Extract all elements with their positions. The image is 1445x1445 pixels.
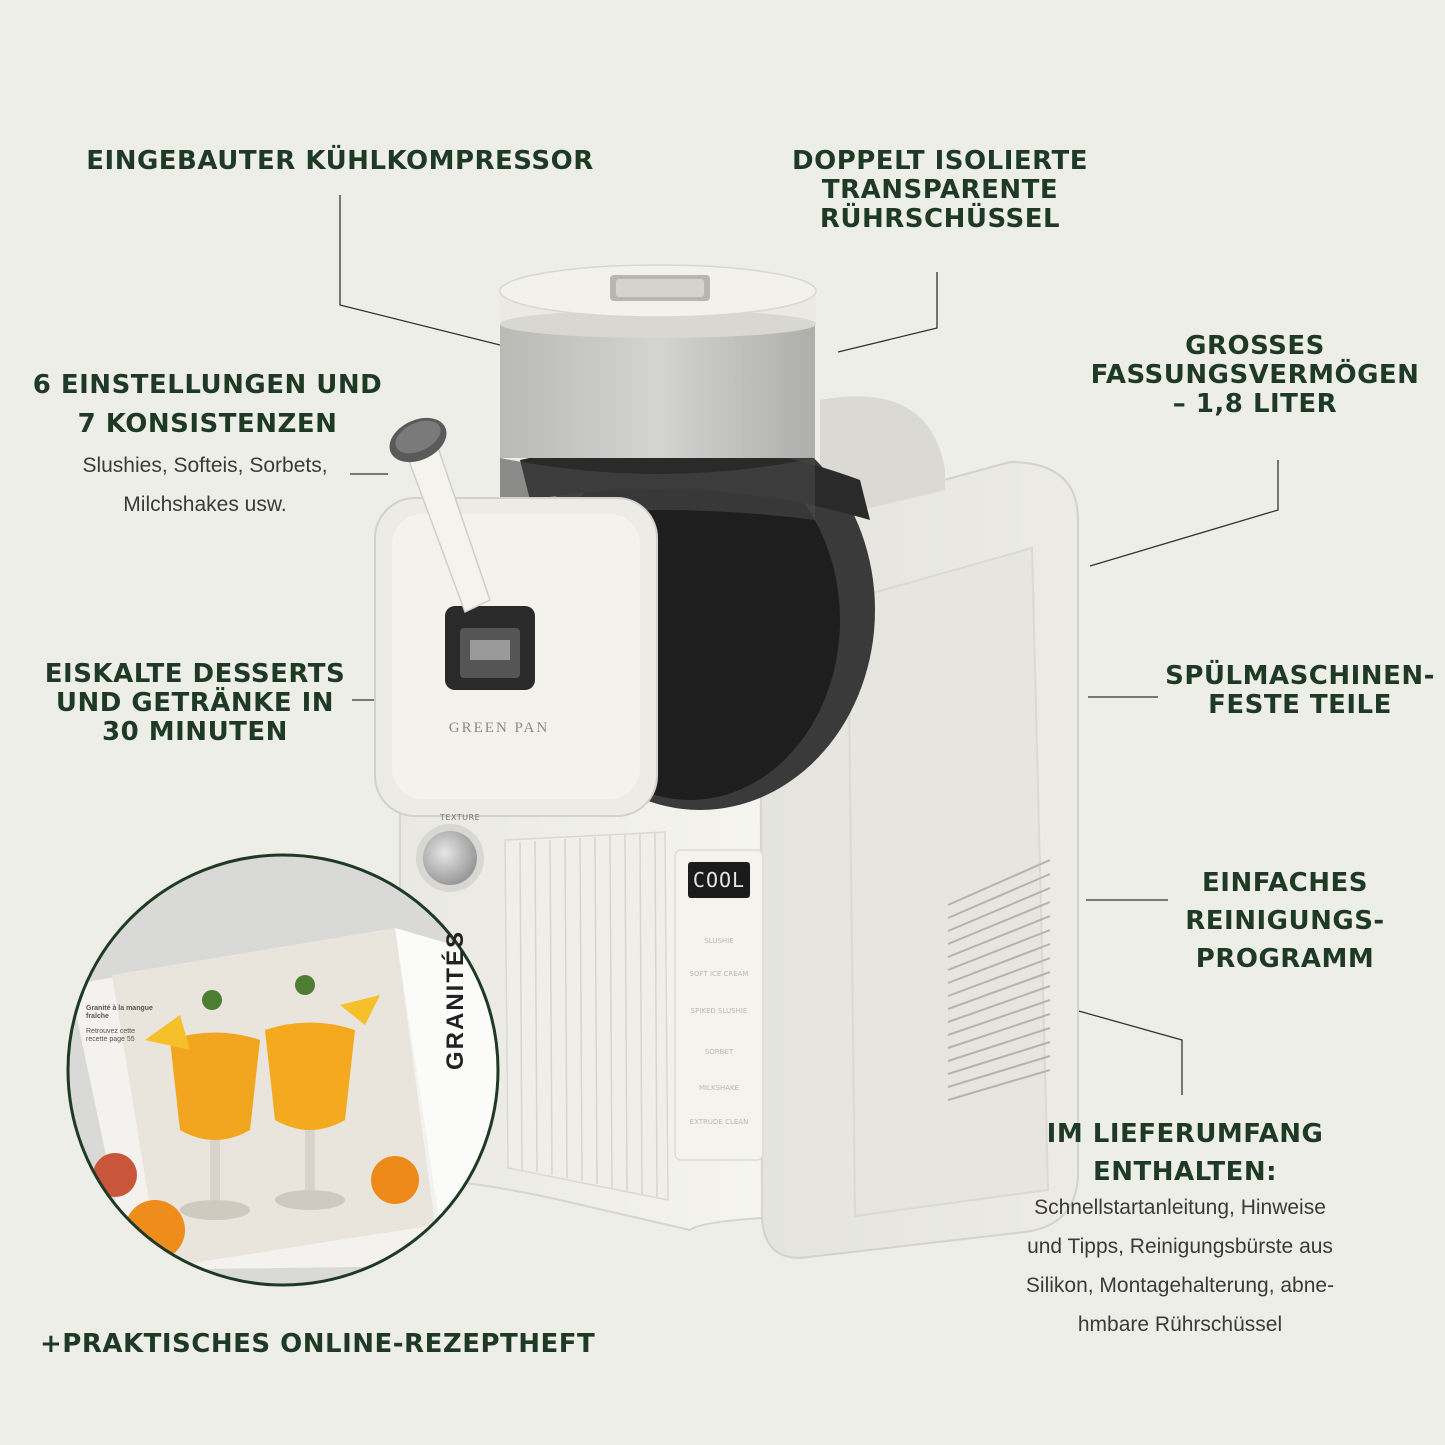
callout-included: IM LIEFERUMFANG ENTHALTEN: [1020, 1115, 1350, 1191]
callout-desserts-line: UND GETRÄNKE IN [55, 688, 335, 718]
texture-knob [416, 824, 484, 892]
knob-label: TEXTURE [440, 813, 481, 822]
callout-bowl-line: RÜHRSCHÜSSEL [819, 204, 1061, 234]
mode-button-spiked-slushie[interactable]: SPIKED SLUSHIE [690, 1007, 748, 1015]
callout-settings: 6 EINSTELLUNGEN UND 7 KONSISTENZEN [20, 370, 395, 448]
book-title: GRANITÉS [442, 929, 469, 1070]
callout-settings-sub-line: Slushies, Softeis, Sorbets, [82, 454, 328, 477]
dispenser-head [374, 417, 658, 817]
mode-button-soft-ice[interactable]: SOFT ICE CREAM [689, 970, 749, 978]
callout-dishwasher-line: SPÜLMASCHINEN- [1165, 661, 1435, 691]
mixing-bowl [499, 264, 817, 520]
callout-recipe-text: +PRAKTISCHES ONLINE-REZEPTHEFT [40, 1329, 596, 1359]
callout-dishwasher: SPÜLMASCHINEN- FESTE TEILE [1160, 662, 1440, 720]
inset-border [66, 853, 500, 1287]
callout-cleaning: EINFACHES REINIGUNGS- PROGRAMM [1160, 864, 1410, 978]
callout-desserts-line: EISKALTE DESSERTS [44, 659, 346, 689]
callout-settings-sub: Slushies, Softeis, Sorbets, Milchshakes … [30, 446, 380, 524]
callout-bowl: DOPPELT ISOLIERTE TRANSPARENTE RÜHRSCHÜS… [770, 147, 1110, 234]
brand-logo: GREEN PAN [448, 720, 550, 736]
callout-capacity-line: – 1,8 LITER [1172, 389, 1338, 419]
callout-included-line: ENTHALTEN: [1092, 1157, 1278, 1187]
callout-included-sub-line: hmbare Rührschüssel [1077, 1313, 1283, 1336]
callout-desserts: EISKALTE DESSERTS UND GETRÄNKE IN 30 MIN… [40, 660, 350, 747]
callout-capacity-line: FASSUNGSVERMÖGEN [1090, 360, 1420, 390]
callout-cleaning-line: EINFACHES [1202, 868, 1368, 898]
callout-capacity: GROSSES FASSUNGSVERMÖGEN – 1,8 LITER [1070, 332, 1440, 419]
mode-button-slushie[interactable]: SLUSHIE [704, 937, 734, 945]
callout-included-sub-line: Schnellstartanleitung, Hinweise [1034, 1196, 1326, 1219]
callout-cleaning-line: REINIGUNGS- [1185, 906, 1385, 936]
callout-included-sub: Schnellstartanleitung, Hinweise und Tipp… [965, 1188, 1395, 1344]
callout-included-sub-line: und Tipps, Reinigungsbürste aus [1027, 1235, 1333, 1258]
callout-compressor: EINGEBAUTER KÜHLKOMPRESSOR [70, 147, 610, 176]
callout-included-line: IM LIEFERUMFANG [1046, 1119, 1324, 1149]
callout-bowl-line: TRANSPARENTE [821, 175, 1059, 205]
callout-settings-line: 7 KONSISTENZEN [77, 409, 338, 439]
callout-desserts-line: 30 MINUTEN [102, 717, 288, 747]
callout-cleaning-line: PROGRAMM [1195, 944, 1375, 974]
mode-button-sorbet[interactable]: SORBET [704, 1048, 734, 1056]
callout-settings-line: 6 EINSTELLUNGEN UND [32, 370, 383, 400]
callout-compressor-text: EINGEBAUTER KÜHLKOMPRESSOR [86, 146, 594, 176]
callout-included-sub-line: Silikon, Montagehalterung, abne- [1025, 1274, 1335, 1297]
callout-bowl-line: DOPPELT ISOLIERTE [792, 146, 1088, 176]
recipe-book-inset [68, 855, 498, 1285]
book-recipe-name: Granité à la mangue fraîche [86, 1005, 153, 1020]
callout-capacity-line: GROSSES [1185, 331, 1325, 361]
leader-lines [339, 195, 1279, 1095]
callout-recipe-book: +PRAKTISCHES ONLINE-REZEPTHEFT [40, 1330, 600, 1359]
mode-button-extrude-clean[interactable]: EXTRUDE CLEAN [689, 1118, 749, 1126]
book-recipe-ref: Retrouvez cette recette page 55 [86, 1028, 136, 1043]
display-screen: COOL [688, 862, 750, 898]
callout-settings-sub-line: Milchshakes usw. [123, 493, 287, 516]
mode-button-milkshake[interactable]: MILKSHAKE [698, 1084, 740, 1092]
callout-dishwasher-line: FESTE TEILE [1208, 690, 1392, 720]
